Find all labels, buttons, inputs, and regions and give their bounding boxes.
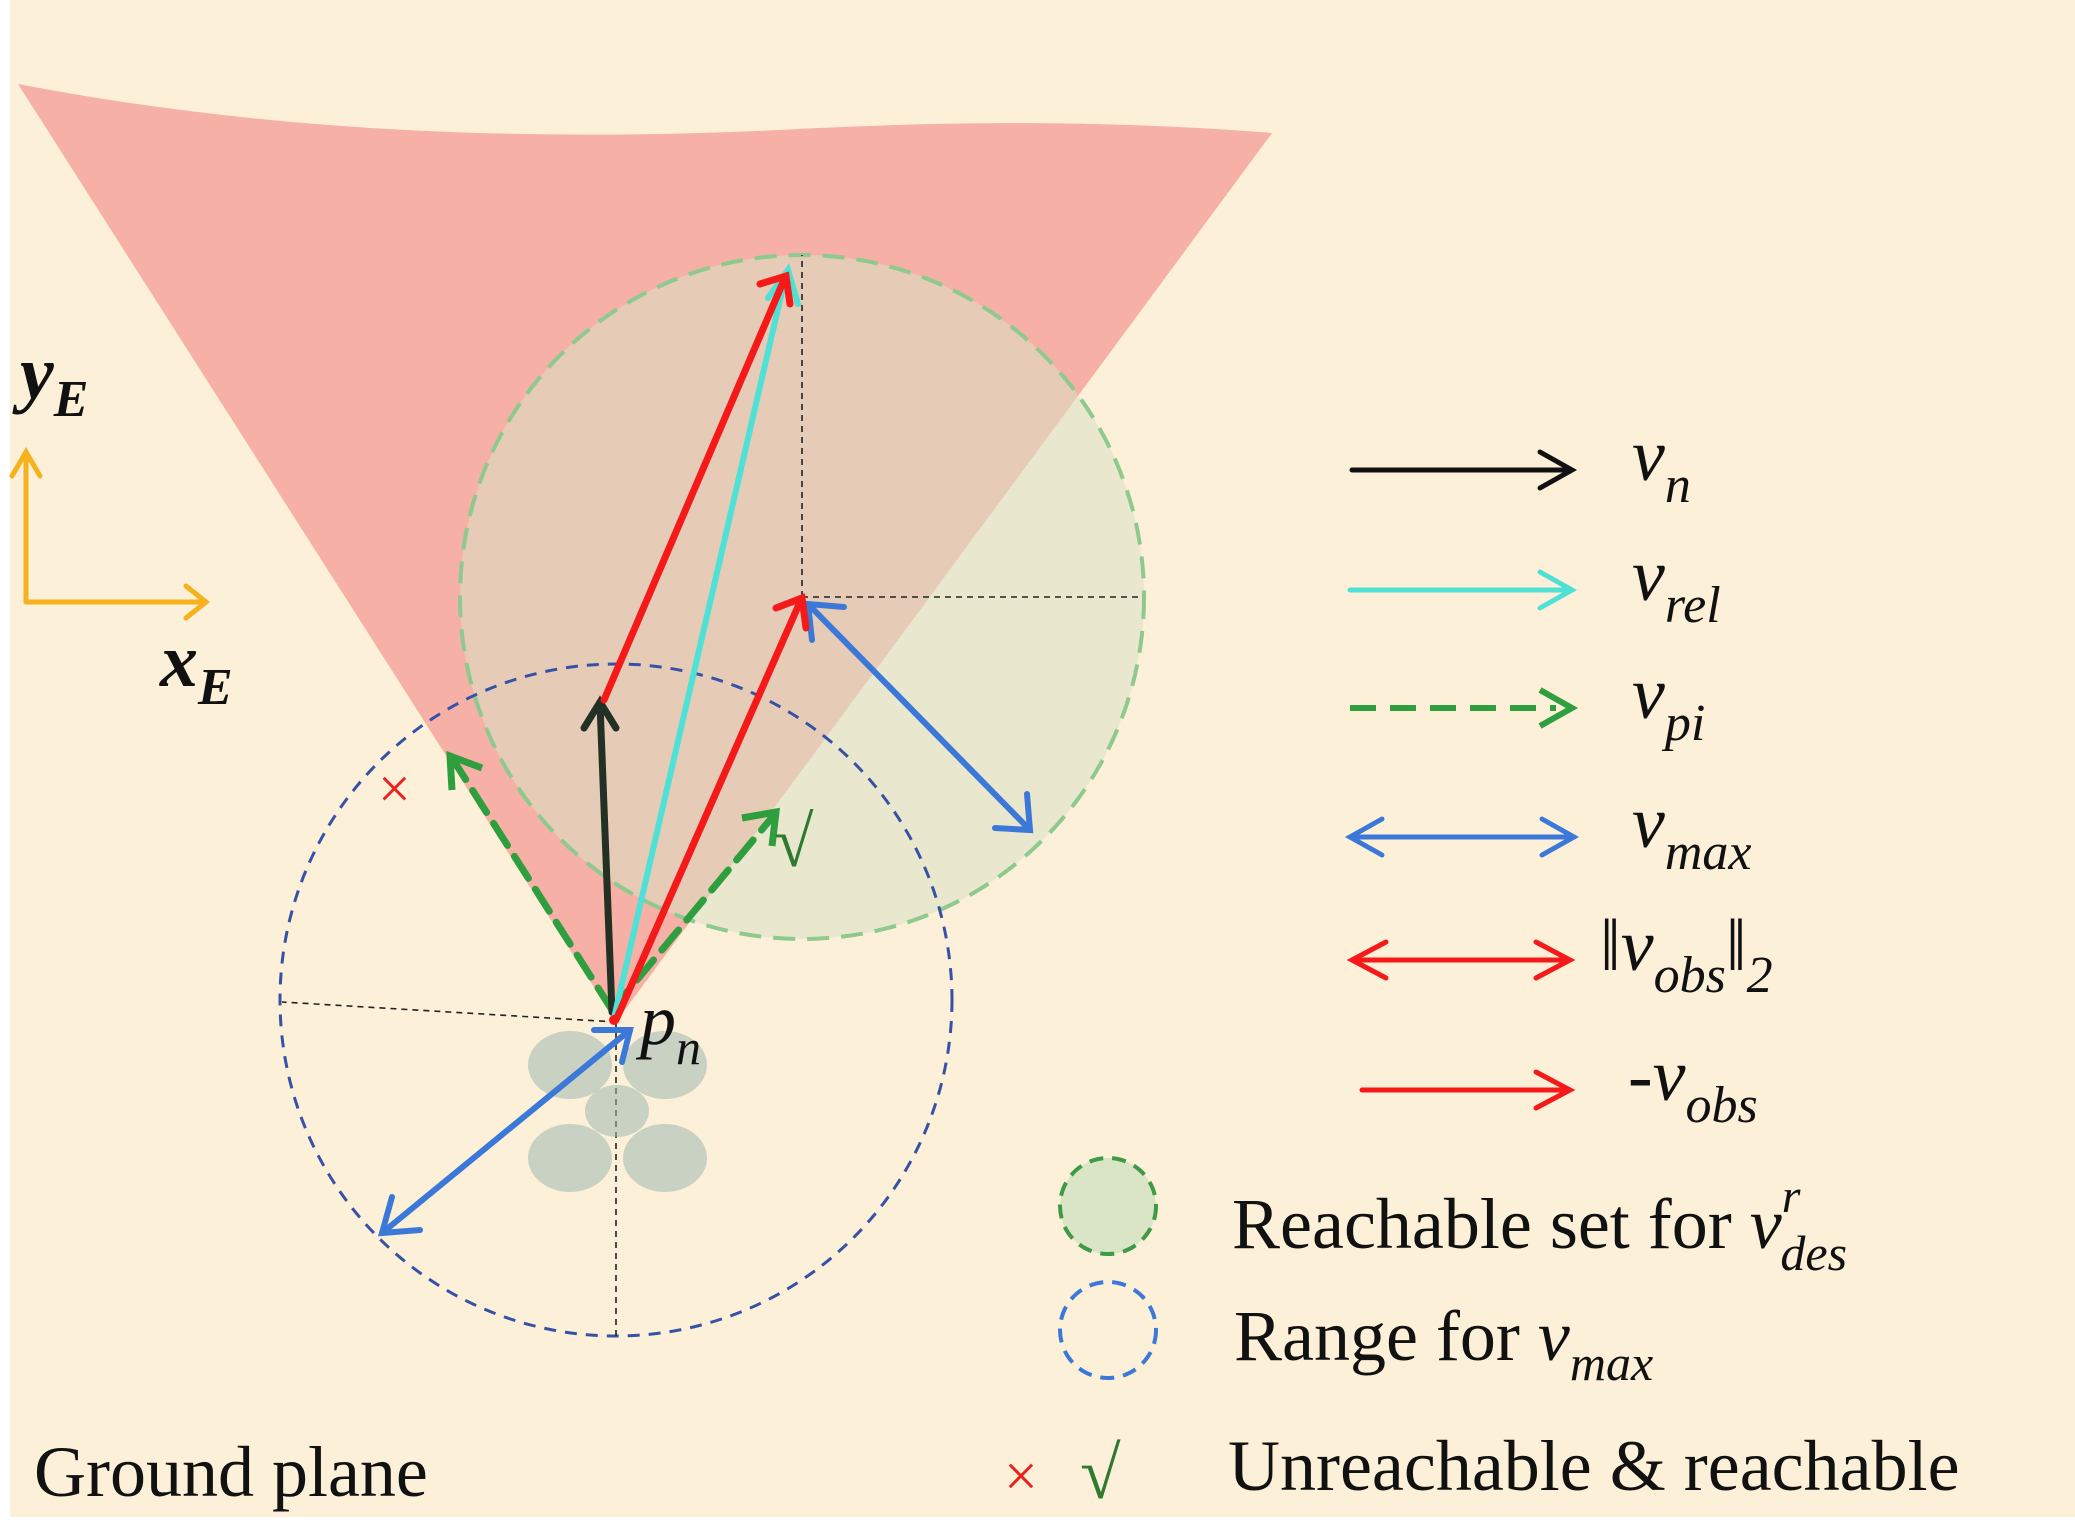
svg-text:√: √: [1080, 1433, 1121, 1515]
svg-text:vpi: vpi: [1632, 653, 1705, 752]
quadrotor-icon: [528, 1031, 707, 1192]
ground-plane-label: Ground plane: [34, 1432, 428, 1512]
legend-vmax: vmax: [1344, 782, 1752, 881]
legend-marks: × √ Unreachable & reachable: [1004, 1426, 1960, 1515]
legend-vrel: vrel: [1347, 535, 1721, 634]
legend-neg-vobs: -vobs: [1359, 1035, 1758, 1134]
legend-vn: vn: [1349, 415, 1691, 514]
legend-range: Range for vmax: [1058, 1280, 1653, 1391]
construction-lines: [281, 255, 1142, 1336]
svg-text:vn: vn: [1632, 415, 1691, 514]
legend-vpi: vpi: [1350, 653, 1705, 752]
svg-text:vmax: vmax: [1632, 782, 1752, 881]
vpi-arrows: [448, 754, 778, 1014]
vpi-arrowheads: [446, 750, 781, 847]
vmax-arrows: [377, 600, 1034, 1237]
pn-point: [609, 1015, 619, 1025]
reachable-check-mark: √: [774, 802, 814, 882]
vobs-arrows: [600, 271, 810, 1024]
coordinate-axes: [9, 447, 211, 621]
unreachable-cross-mark: ×: [378, 756, 411, 821]
vn-arrow: [580, 695, 620, 1016]
svg-text:-vobs: -vobs: [1628, 1035, 1758, 1134]
svg-text:×: ×: [1004, 1443, 1038, 1509]
vrel-arrow: [611, 263, 801, 1021]
svg-text:vrel: vrel: [1632, 535, 1721, 634]
pn-label: pn: [635, 980, 701, 1075]
legend-vobs-norm: ‖vobs‖2: [1346, 905, 1773, 1004]
svg-text:‖vobs‖2: ‖vobs‖2: [1600, 905, 1773, 1004]
svg-text:Unreachable & reachable: Unreachable & reachable: [1228, 1426, 1960, 1506]
svg-text:Range for vmax: Range for vmax: [1234, 1296, 1653, 1391]
x-axis-label: xE: [159, 619, 233, 716]
